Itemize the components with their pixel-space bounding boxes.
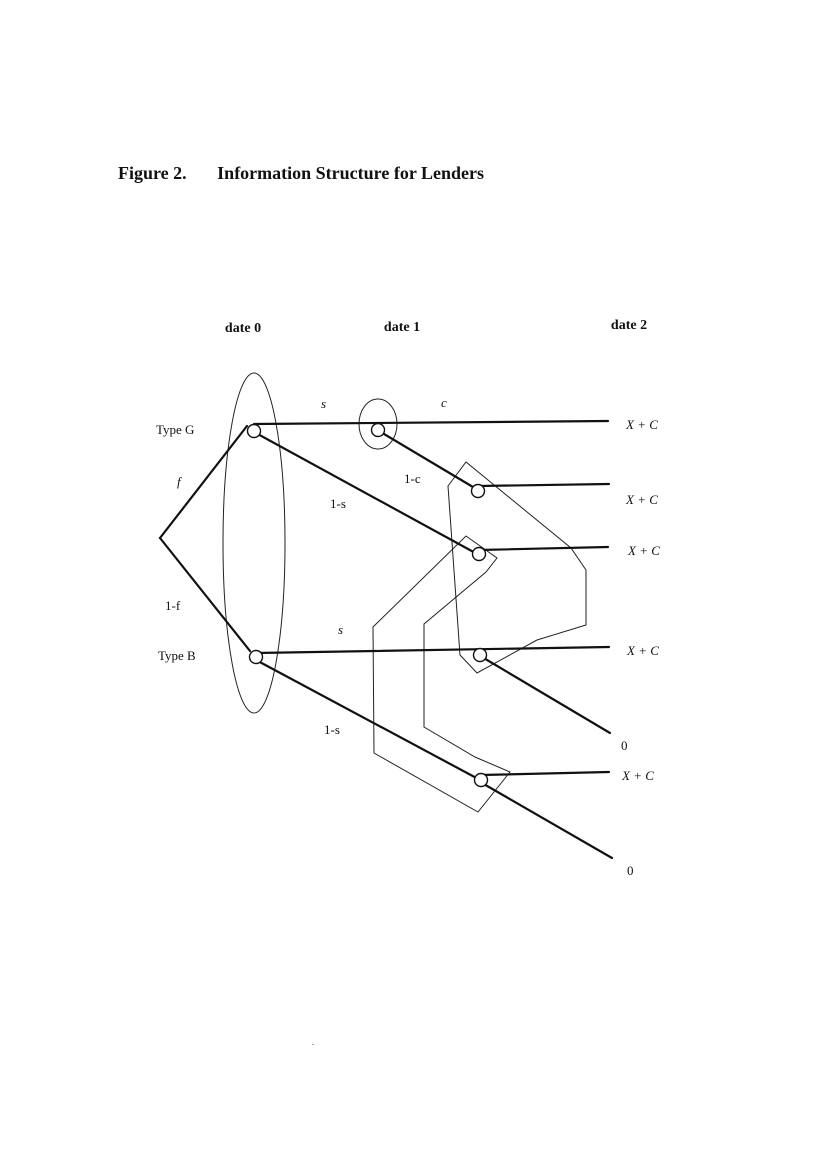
node-g-success-one-minus-c <box>470 483 486 499</box>
edge-b-failure-node-payoff <box>479 770 611 777</box>
prob-one-minus-s-bottom-label: 1-s <box>324 722 340 737</box>
edge-type-b-success <box>254 645 611 655</box>
node-b-success <box>472 647 488 663</box>
payoff-label-4: X + C <box>626 643 659 658</box>
node-type-g <box>246 423 262 439</box>
date-0-label: date 0 <box>225 321 261 336</box>
payoff-label-2: X + C <box>625 492 658 507</box>
edge-root-to-type-b <box>158 536 252 653</box>
edge-type-g-success <box>252 419 610 426</box>
edge-g-failure-node-payoff <box>477 545 610 552</box>
edge-b-failure-node-zero <box>480 781 614 860</box>
date-1-label: date 1 <box>384 320 420 335</box>
prob-s-bottom-label: s <box>338 622 343 637</box>
prob-c-label: c <box>441 395 447 410</box>
stray-mark: . <box>312 1038 314 1047</box>
edge-type-b-failure <box>254 658 484 783</box>
payoff-label-5: 0 <box>621 738 628 753</box>
type-g-label: Type G <box>156 422 194 437</box>
node-type-b <box>248 649 264 665</box>
edge-one-minus-c-node-payoff <box>476 482 611 488</box>
type-b-label: Type B <box>158 648 196 663</box>
edge-g-success-to-one-minus-c-node <box>377 429 480 492</box>
date-0-information-set <box>222 372 286 714</box>
information-set-outer <box>447 461 587 674</box>
prob-f-label: f <box>177 474 183 489</box>
prob-one-minus-f-label: 1-f <box>165 598 181 613</box>
edge-root-to-type-g <box>158 424 249 540</box>
prob-one-minus-c-label: 1-c <box>404 471 421 486</box>
node-b-failure <box>473 772 489 788</box>
prob-one-minus-s-top-label: 1-s <box>330 496 346 511</box>
figure-number: Figure 2. <box>118 163 187 183</box>
node-g-failure <box>471 546 487 562</box>
payoff-label-3: X + C <box>627 543 660 558</box>
prob-s-top-label: s <box>321 396 326 411</box>
edge-type-g-failure <box>252 430 481 557</box>
figure-title: Information Structure for Lenders <box>217 163 484 183</box>
edge-b-success-node-zero <box>480 655 612 735</box>
payoff-label-6: X + C <box>621 768 654 783</box>
node-g-success <box>370 422 386 438</box>
information-set-inner <box>372 535 511 813</box>
figure-heading: Figure 2. Information Structure for Lend… <box>118 163 484 184</box>
payoff-label-7: 0 <box>627 863 634 878</box>
date-2-label: date 2 <box>611 318 647 333</box>
payoff-label-1: X + C <box>625 417 658 432</box>
